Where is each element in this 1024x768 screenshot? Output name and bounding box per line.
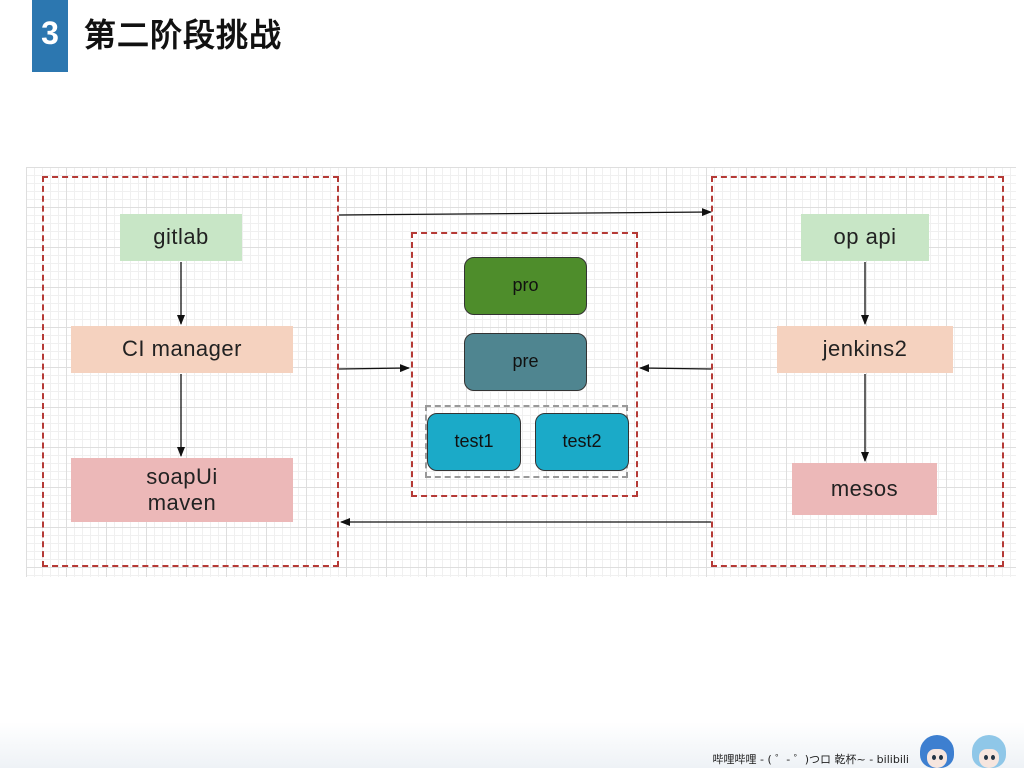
- environment-group: [411, 232, 638, 497]
- right-group: [711, 176, 1004, 567]
- slide-title: 第二阶段挑战: [84, 16, 283, 54]
- footer-bar: [0, 722, 1024, 768]
- soapui-maven-node: soapUi maven: [71, 458, 293, 522]
- jenkins2-node: jenkins2: [777, 326, 953, 373]
- mascot-avatar-icon-2: [972, 735, 1006, 768]
- mascot-avatar-icon: [920, 735, 954, 768]
- section-number-badge: 3: [32, 0, 68, 72]
- ci-manager-node: CI manager: [71, 326, 293, 373]
- watermark-text: 哔哩哔哩 - ( ゜- ゜)つロ 乾杯~ - bilibili: [712, 753, 910, 766]
- test1-environment: test1: [427, 413, 521, 471]
- pre-environment: pre: [464, 333, 587, 391]
- op-api-node: op api: [801, 214, 929, 261]
- test2-environment: test2: [535, 413, 629, 471]
- left-group: [42, 176, 339, 567]
- gitlab-node: gitlab: [120, 214, 242, 261]
- mesos-node: mesos: [792, 463, 937, 515]
- pro-environment: pro: [464, 257, 587, 315]
